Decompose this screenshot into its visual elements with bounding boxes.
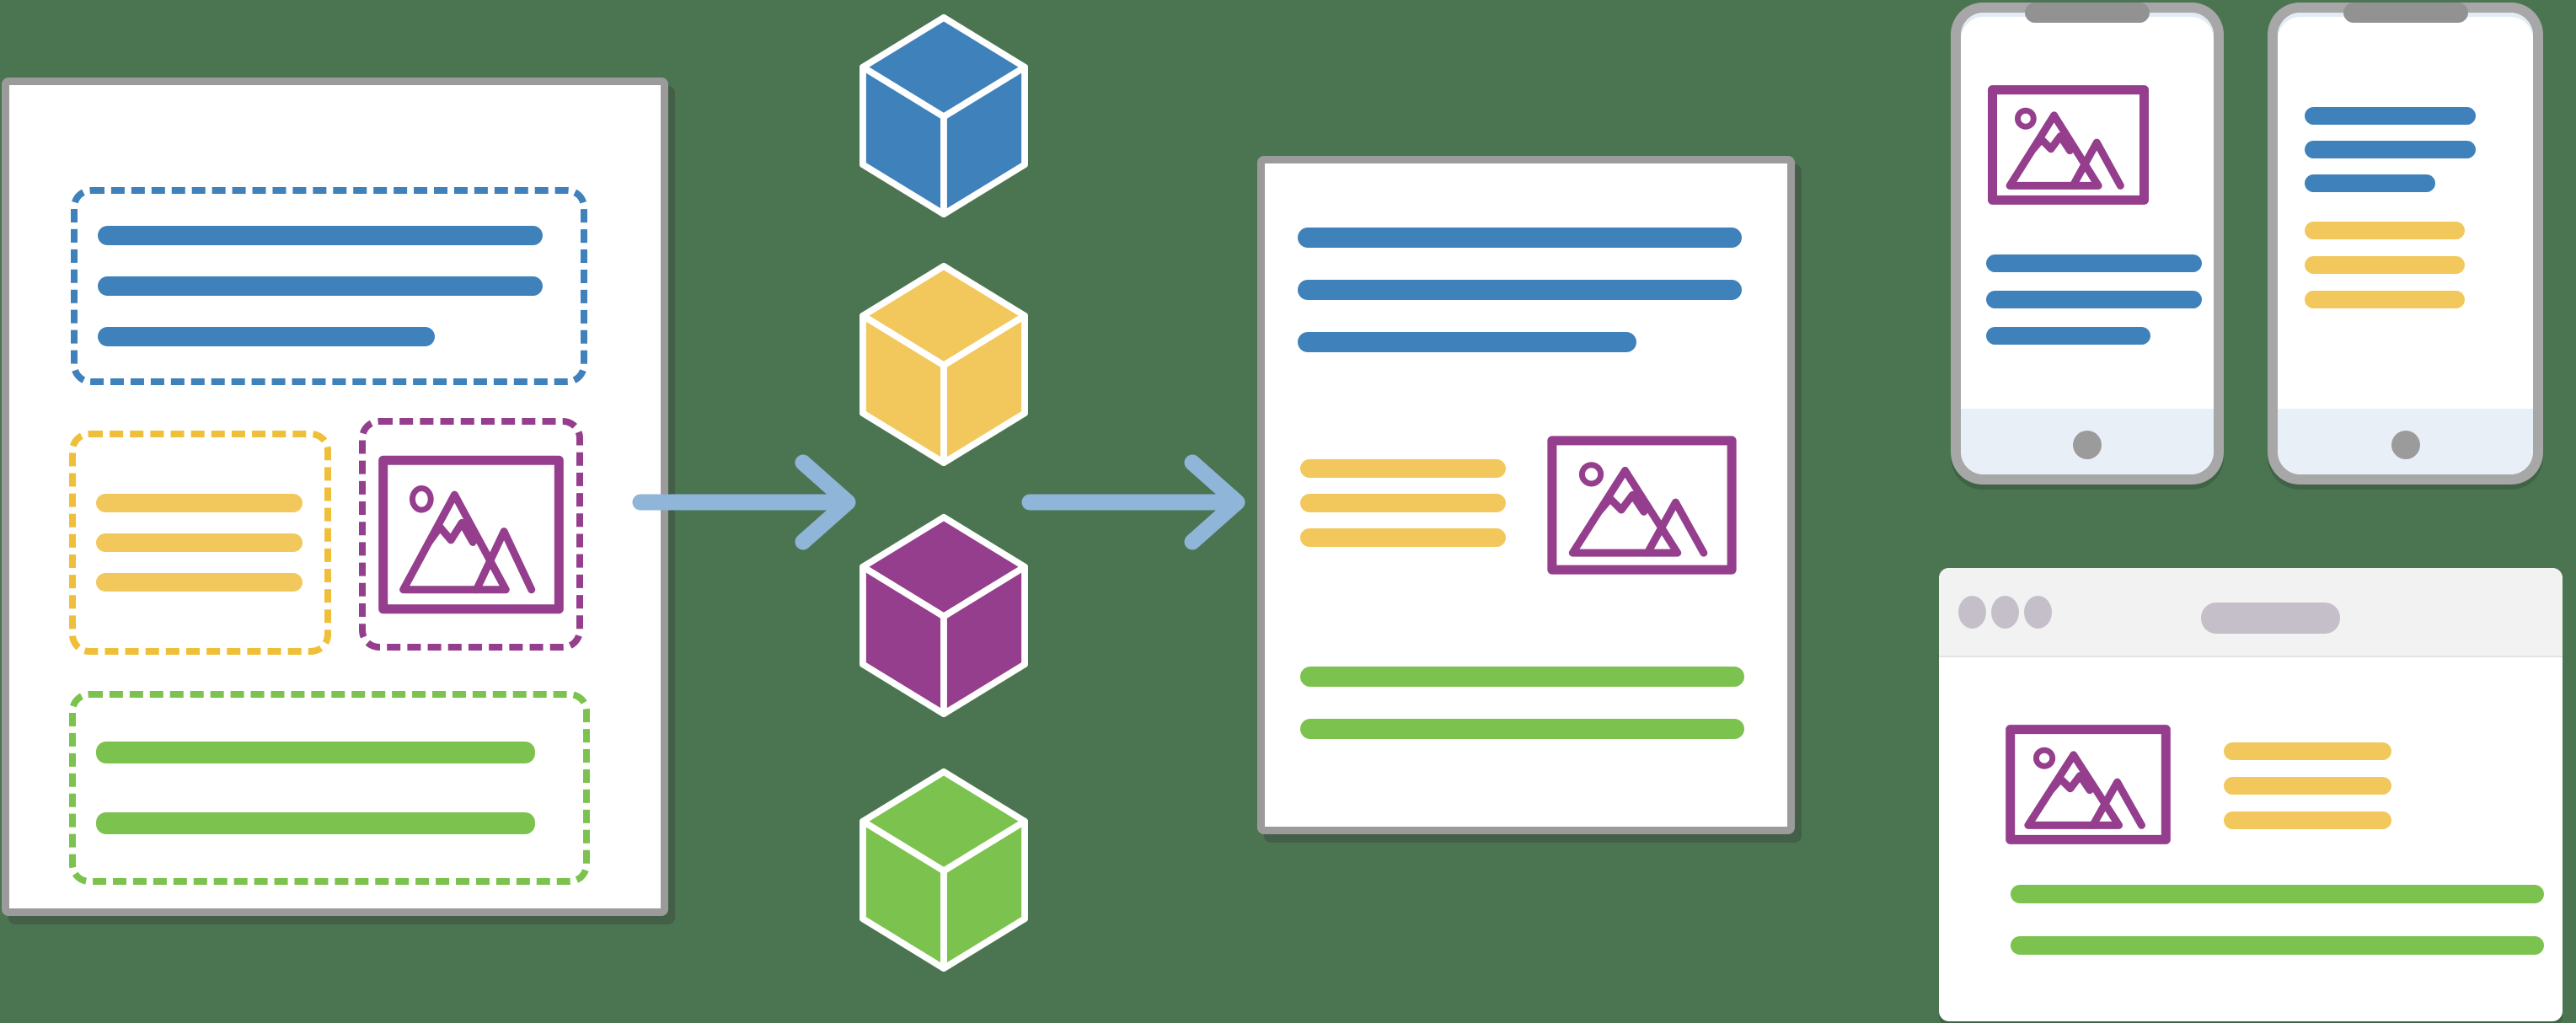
footer-bars xyxy=(96,742,583,834)
blue-text-bar xyxy=(2305,107,2476,125)
blocks-to-output-arrow xyxy=(1021,454,1245,550)
blue-text-bar xyxy=(1986,254,2202,272)
yellow-text-bar xyxy=(2224,742,2391,760)
blue-text-bar xyxy=(1298,332,1636,352)
address-bar-pill xyxy=(2201,603,2340,634)
blue-text-bar xyxy=(98,276,543,296)
yellow-text-bar xyxy=(1300,528,1506,547)
footer-bars xyxy=(1300,667,1744,739)
yellow-text-bar xyxy=(2224,777,2391,795)
window-control-dots xyxy=(1958,596,2052,629)
window-dot xyxy=(1991,596,2019,629)
phone-screen xyxy=(1961,13,2214,474)
yellow-text-bar xyxy=(2305,222,2465,239)
text-bars xyxy=(96,494,324,592)
source-text-block xyxy=(69,431,331,655)
phone-screen xyxy=(2278,13,2533,474)
phone-mockup-2 xyxy=(2268,3,2543,485)
window-dot xyxy=(1958,596,1986,629)
text-bars xyxy=(2305,222,2465,308)
green-text-bar xyxy=(2011,936,2544,955)
blue-text-bar xyxy=(2305,141,2476,158)
blue-text-bar xyxy=(98,327,435,346)
source-image-block xyxy=(359,418,583,651)
green-text-bar xyxy=(2011,885,2544,903)
phone-mockup-1 xyxy=(1951,3,2224,485)
footer-cube-icon xyxy=(860,768,1028,972)
yellow-text-bar xyxy=(2305,291,2465,308)
source-to-blocks-arrow xyxy=(632,454,856,550)
image-icon xyxy=(1545,433,1739,577)
home-button xyxy=(2073,431,2102,459)
yellow-text-bar xyxy=(2224,811,2391,829)
image-icon xyxy=(2004,723,2172,846)
image-icon xyxy=(1986,83,2150,206)
yellow-text-bar xyxy=(96,533,303,552)
blue-text-bar xyxy=(1986,327,2150,345)
heading-bars xyxy=(98,226,581,346)
text-bars xyxy=(2224,742,2391,829)
phone-notch xyxy=(2025,3,2150,23)
green-text-bar xyxy=(1300,719,1744,739)
yellow-text-bar xyxy=(2305,256,2465,274)
output-document xyxy=(1257,156,1795,834)
image-cube-icon xyxy=(860,513,1028,718)
window-dot xyxy=(2024,596,2052,629)
yellow-text-bar xyxy=(1300,494,1506,512)
heading-bars xyxy=(2305,107,2476,192)
source-footer-block xyxy=(69,691,590,885)
green-text-bar xyxy=(96,812,535,834)
heading-cube-icon xyxy=(860,13,1028,218)
yellow-text-bar xyxy=(96,494,303,512)
content-block-cubes xyxy=(858,0,1030,1023)
text-bars xyxy=(1300,459,1506,547)
yellow-text-bar xyxy=(1300,459,1506,478)
yellow-text-bar xyxy=(96,573,303,592)
source-document xyxy=(2,78,668,916)
source-heading-block xyxy=(71,187,587,385)
blue-text-bar xyxy=(1298,228,1742,248)
browser-mockup xyxy=(1939,568,2563,1021)
text-bars xyxy=(1986,254,2202,345)
text-cube-icon xyxy=(860,262,1028,467)
heading-bars xyxy=(1298,228,1742,352)
browser-titlebar xyxy=(1939,568,2563,657)
image-icon xyxy=(376,452,566,618)
blue-text-bar xyxy=(1986,291,2202,308)
green-text-bar xyxy=(96,742,535,763)
footer-bars xyxy=(2011,885,2544,955)
blue-text-bar xyxy=(2305,174,2435,192)
green-text-bar xyxy=(1300,667,1744,687)
phone-notch xyxy=(2343,3,2468,23)
home-button xyxy=(2391,431,2420,459)
blue-text-bar xyxy=(1298,280,1742,300)
blue-text-bar xyxy=(98,226,543,245)
